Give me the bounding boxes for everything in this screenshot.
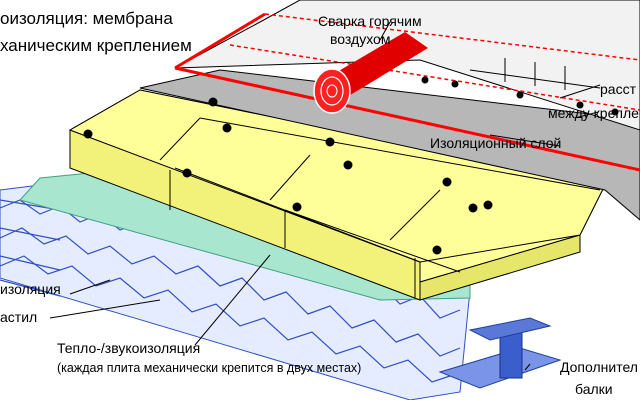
membrane <box>174 0 640 172</box>
fastener-dots <box>83 76 619 255</box>
fastener-dot-icon <box>516 91 524 99</box>
fastener-spacing-markers <box>469 58 601 90</box>
thermal-insulation-label-line1: Тепло-/звукоизоляция <box>57 340 201 356</box>
fastener-dot-icon <box>483 200 493 210</box>
fastener-dot-icon <box>292 202 302 212</box>
membrane-label-line1: оизоляция: мембрана <box>0 9 173 28</box>
fastener-dot-icon <box>468 203 478 213</box>
thermal-insulation-label-line2: (каждая плита механически крепится в дву… <box>57 361 362 375</box>
fastener-dot-icon <box>576 101 584 109</box>
fastener-dot-icon <box>83 129 93 139</box>
support-beam <box>438 317 562 389</box>
beams-label-line2: балки <box>575 381 613 397</box>
fastener-dot-icon <box>325 137 335 147</box>
insulation-layer-sheet <box>139 69 640 221</box>
insulation-boards <box>68 89 606 301</box>
distance-label-line1: расст <box>600 81 636 97</box>
fastener-dot-icon <box>421 76 429 84</box>
leader-lines <box>49 21 601 371</box>
fastener-dot-icon <box>343 160 353 170</box>
fastener-dot-icon <box>208 97 218 107</box>
fastener-dot-icon <box>182 168 192 178</box>
fastener-dot-icon <box>222 123 232 133</box>
vapor-barrier-label: изоляция <box>0 281 61 297</box>
welding-label-line2: воздухом <box>330 31 391 47</box>
decking-label: астил <box>0 309 38 325</box>
fastener-dot-icon <box>451 80 459 88</box>
welding-label-line1: Сварка горячим <box>318 13 422 29</box>
fastener-dot-icon <box>611 108 619 116</box>
beams-label-line1: Дополнител <box>560 359 638 375</box>
insulation-layer-label: Изоляционный слой <box>430 135 562 151</box>
fastener-dot-icon <box>432 245 442 255</box>
membrane-roll-icon <box>313 32 428 114</box>
distance-label-line2: между крепле <box>548 105 639 121</box>
membrane-label-line2: ханическим креплением <box>0 36 192 55</box>
fastener-dot-icon <box>442 177 452 187</box>
